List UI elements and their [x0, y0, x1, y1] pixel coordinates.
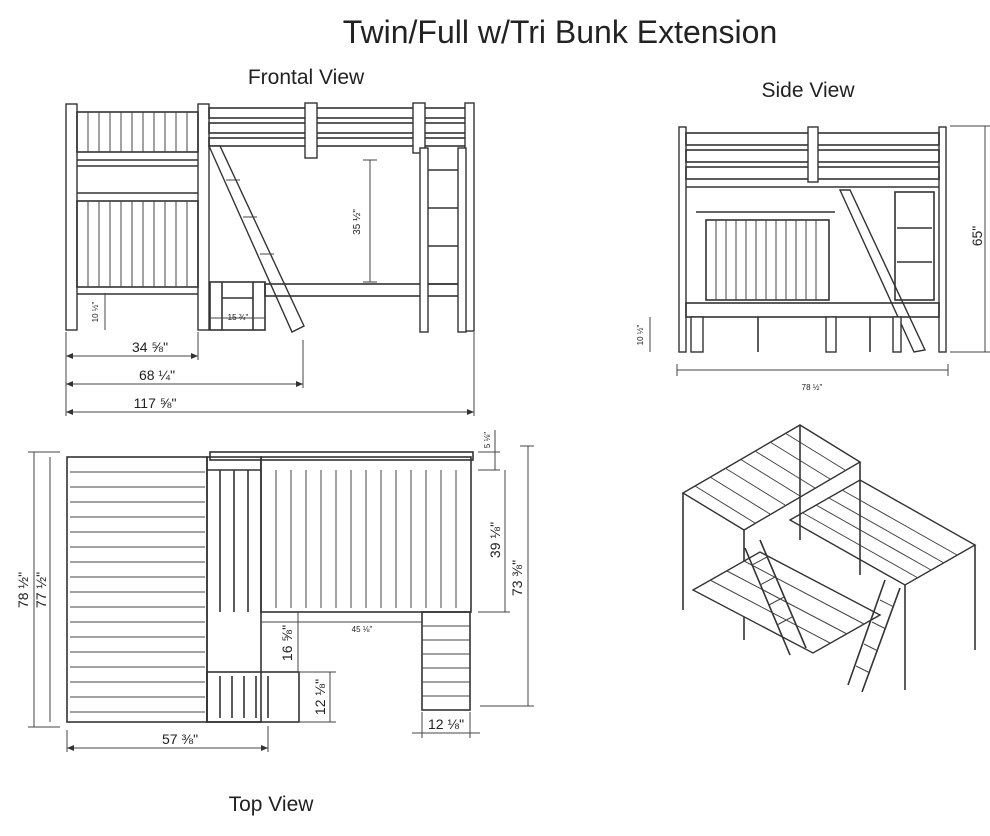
isometric-view — [681, 424, 977, 693]
iso-ladder-left — [744, 539, 807, 656]
side-view: 65" 10 ½" 78 ½" — [636, 125, 990, 392]
dim-top-upper-length: 45 ⅛" — [352, 625, 373, 634]
front-upper-headboard — [76, 111, 199, 153]
iso-upper-slats — [694, 432, 846, 524]
dim-mid-width: 68 ¼" — [139, 367, 175, 383]
dim-side-length: 78 ½" — [802, 383, 823, 392]
frontal-view-label: Frontal View — [248, 66, 365, 89]
dim-ladder-height: 35 ½" — [352, 209, 363, 235]
side-right-post — [938, 126, 947, 353]
top-upper-bed — [260, 456, 472, 613]
front-left-post — [65, 103, 78, 331]
side-lower-slats — [715, 220, 817, 300]
front-rail-post-a — [304, 102, 318, 159]
front-upper-slats — [87, 112, 188, 152]
drawing-title: Twin/Full w/Tri Bunk Extension — [343, 14, 778, 50]
dim-top-total-depth: 73 ⅜" — [509, 560, 525, 596]
iso-ladder-right — [847, 579, 901, 693]
side-vertical-ladder — [894, 191, 935, 301]
dim-top-overall-depth: 78 ½" — [15, 572, 31, 608]
top-ladder — [421, 611, 471, 711]
side-slant-ladder — [838, 189, 927, 353]
dim-top-bed-width: 57 ⅜" — [162, 731, 198, 747]
dim-top-step-depth: 12 ⅛" — [312, 679, 328, 715]
dim-top-offset: 5 ⅛" — [483, 432, 492, 448]
side-lower-headboard — [705, 219, 830, 301]
top-vertical-slats — [275, 470, 457, 608]
frontal-view: 35 ½" 10 ½" 15 ¾" 34 ⅝" 68 ¼" 117 ⅝" — [65, 102, 475, 416]
side-view-label: Side View — [761, 79, 855, 102]
dim-front-clearance: 10 ½" — [91, 302, 100, 323]
front-vertical-ladder — [419, 147, 467, 333]
dim-top-upper-depth: 39 ⅛" — [487, 522, 503, 558]
front-step-stool — [209, 281, 266, 331]
dim-top-ladder-width: 12 ⅛" — [428, 716, 464, 732]
dim-overall-width: 117 ⅝" — [134, 395, 177, 411]
top-view-label: Top View — [229, 793, 315, 816]
dim-top-gap: 16 ⅝" — [279, 625, 295, 661]
front-slant-ladder — [207, 145, 305, 333]
top-horizontal-slats — [70, 471, 205, 713]
top-view: 78 ½" 77 ½" 57 ⅜" 5 ⅛" 39 ⅛" 73 ⅜" 45 ⅛"… — [15, 430, 534, 752]
front-lower-slats — [87, 201, 188, 287]
dim-step-width: 15 ¾" — [228, 313, 249, 322]
dim-bed-width: 34 ⅝" — [132, 339, 168, 355]
dim-top-inner-depth: 77 ½" — [33, 572, 49, 608]
top-step-stool — [206, 671, 300, 723]
dim-side-height: 65" — [969, 226, 985, 247]
front-mid-post — [197, 103, 210, 331]
iso-right-bed-deck — [788, 479, 977, 586]
front-rail-post-b — [412, 102, 426, 154]
dim-side-clearance: 10 ½" — [636, 325, 645, 346]
front-lower-headboard — [76, 200, 199, 288]
side-left-post — [678, 126, 687, 353]
